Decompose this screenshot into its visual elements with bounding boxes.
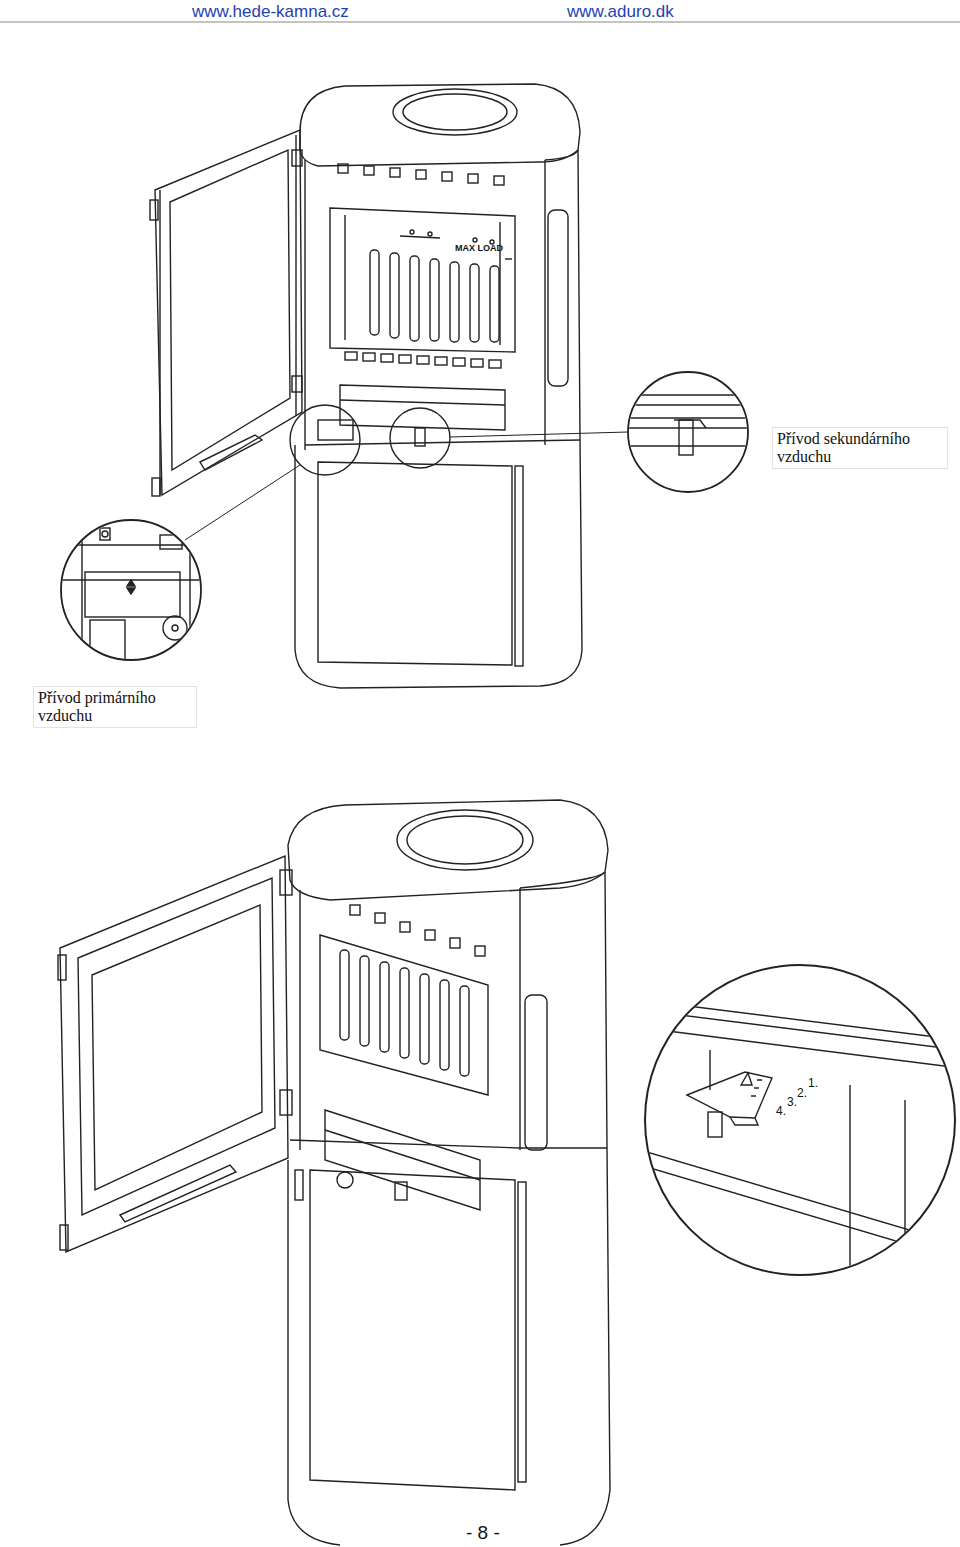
position-number: 4. [776, 1105, 786, 1118]
position-number: 1. [808, 1077, 818, 1090]
page-number: - 8 - [466, 1522, 500, 1543]
site-url: www.aduro.dk [567, 2, 674, 21]
position-number: 3. [787, 1096, 797, 1109]
gauge-text: MAX LOAD [455, 243, 503, 253]
callout-label: Přívod primárního vzduchu [33, 686, 197, 728]
position-number: 2. [797, 1087, 807, 1100]
site-url: www.hede-kamna.cz [192, 2, 349, 21]
callout-label: Přívod sekundárního vzduchu [772, 427, 948, 469]
